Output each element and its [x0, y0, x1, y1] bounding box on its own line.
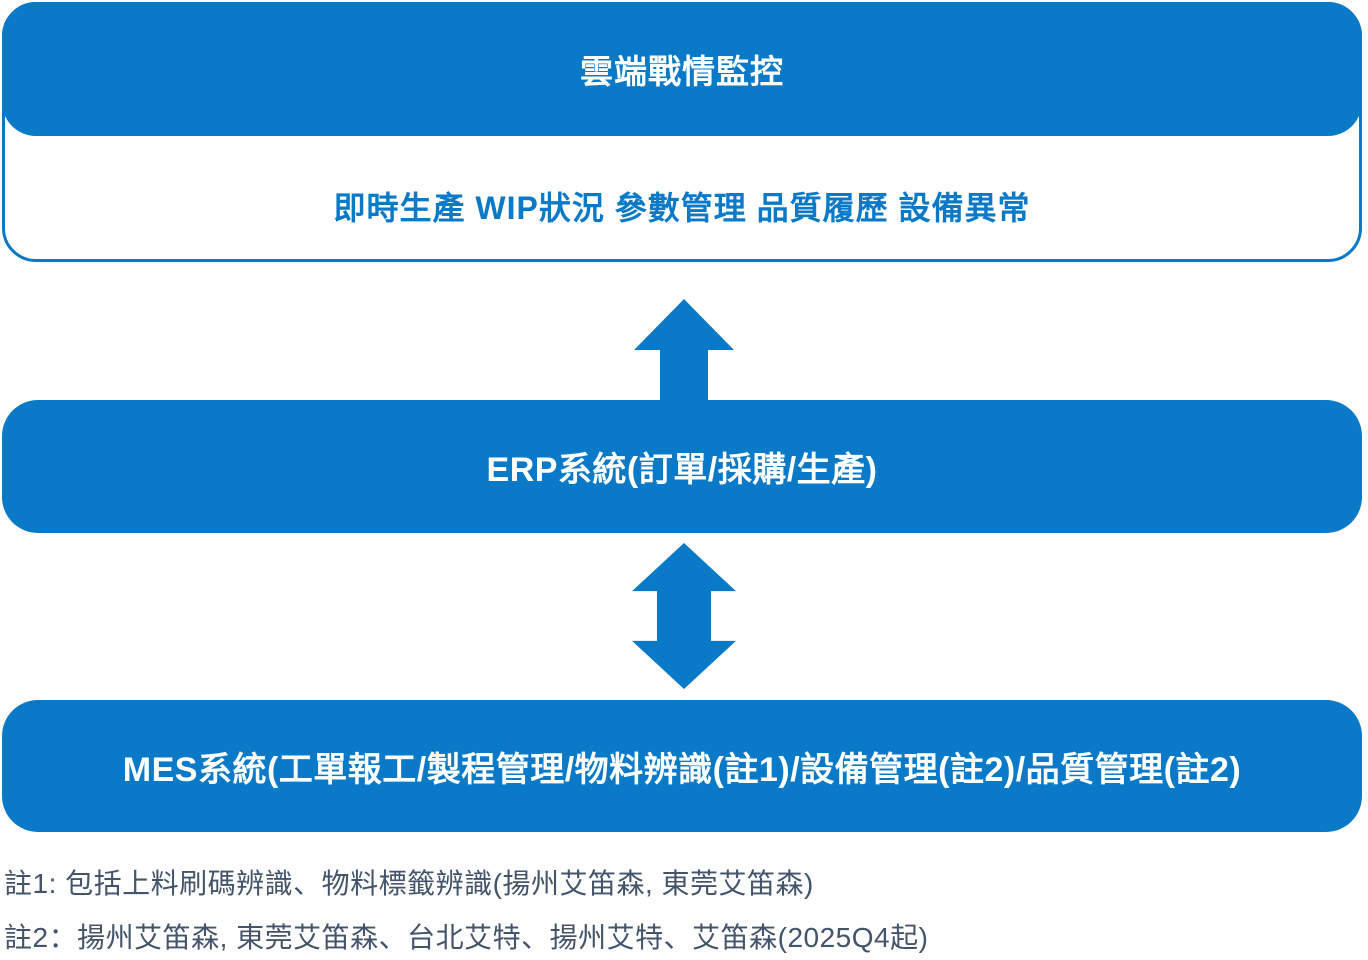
cloud-monitoring-features: 即時生產 WIP狀況 參數管理 品質履歷 設備異常 — [333, 190, 1031, 226]
mes-system-label: MES系統(工單報工/製程管理/物料辨識(註1)/設備管理(註2)/品質管理(註… — [122, 750, 1242, 789]
up-arrow-icon — [634, 299, 734, 402]
footnote-2: 註2：揚州艾笛森, 東莞艾笛森、台北艾特、揚州艾特、艾笛森(2025Q4起) — [4, 922, 929, 953]
erp-system-box: ERP系統(訂單/採購/生產) — [2, 400, 1362, 533]
mes-system-box: MES系統(工單報工/製程管理/物料辨識(註1)/設備管理(註2)/品質管理(註… — [2, 700, 1362, 832]
double-vertical-arrow-icon — [632, 543, 736, 689]
cloud-monitoring-card: 雲端戰情監控 即時生產 WIP狀況 參數管理 品質履歷 設備異常 — [2, 2, 1362, 262]
cloud-monitoring-title: 雲端戰情監控 — [580, 53, 784, 90]
cloud-monitoring-header: 雲端戰情監控 — [2, 2, 1362, 136]
erp-system-label: ERP系統(訂單/採購/生產) — [486, 451, 878, 489]
footnote-1: 註1: 包括上料刷碼辨識、物料標籤辨識(揚州艾笛森, 東莞艾笛森) — [4, 868, 814, 899]
